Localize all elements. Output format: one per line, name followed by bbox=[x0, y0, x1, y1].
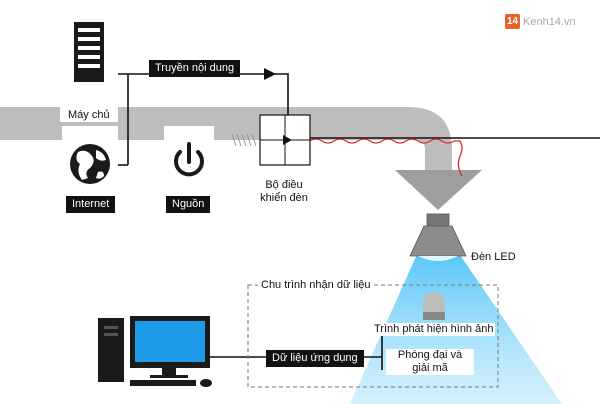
content-transfer-label: Truyền nội dung bbox=[149, 60, 241, 77]
controller-box bbox=[259, 114, 311, 166]
cycle-frame bbox=[247, 284, 499, 388]
arrow-head bbox=[264, 68, 276, 80]
app-data-label: Dữ liệu ứng dụng bbox=[266, 350, 364, 367]
led-label: Đèn LED bbox=[471, 251, 516, 263]
brand-text: Kenh14.vn bbox=[523, 15, 576, 28]
controller-label: Bộ điều khiển đèn bbox=[260, 179, 308, 204]
computer-icon bbox=[98, 316, 210, 386]
server-icon bbox=[60, 16, 118, 122]
watermark: 14 Kenh14.vn bbox=[505, 14, 576, 29]
amplify-decode-label: Phóng đại và giải mã bbox=[386, 349, 474, 375]
image-detector-label: Trình phát hiện hình ảnh bbox=[372, 323, 496, 336]
power-label: Nguồn bbox=[166, 196, 211, 213]
signal-wave bbox=[309, 138, 463, 177]
internet-label: Internet bbox=[66, 196, 116, 213]
mouse-icon bbox=[200, 379, 212, 387]
brand-badge: 14 bbox=[505, 14, 520, 29]
hatch-pattern bbox=[231, 133, 257, 147]
lamp-icon bbox=[409, 213, 467, 261]
receive-cycle-label: Chu trình nhận dữ liệu bbox=[258, 279, 374, 292]
sensor-icon bbox=[423, 292, 445, 320]
server-label: Máy chủ bbox=[68, 109, 110, 121]
